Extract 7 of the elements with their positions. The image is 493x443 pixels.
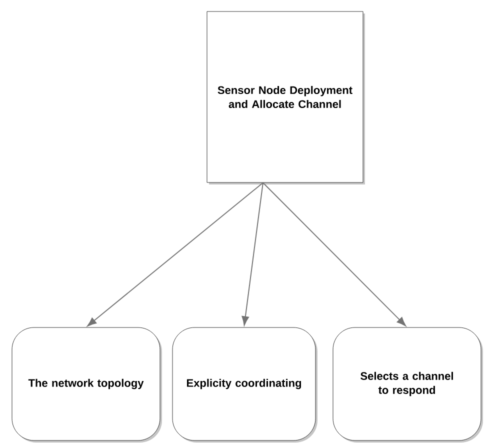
rounded-box: Explicity coordinating xyxy=(172,327,318,442)
arrow xyxy=(87,182,264,326)
rounded-box: The network topology xyxy=(12,327,162,442)
arrow xyxy=(242,182,264,326)
process-box: Sensor Node Deployment and Allocate Channel xyxy=(206,11,365,184)
arrow xyxy=(262,182,406,326)
rounded-box: Selects a channel to respond xyxy=(332,327,483,442)
